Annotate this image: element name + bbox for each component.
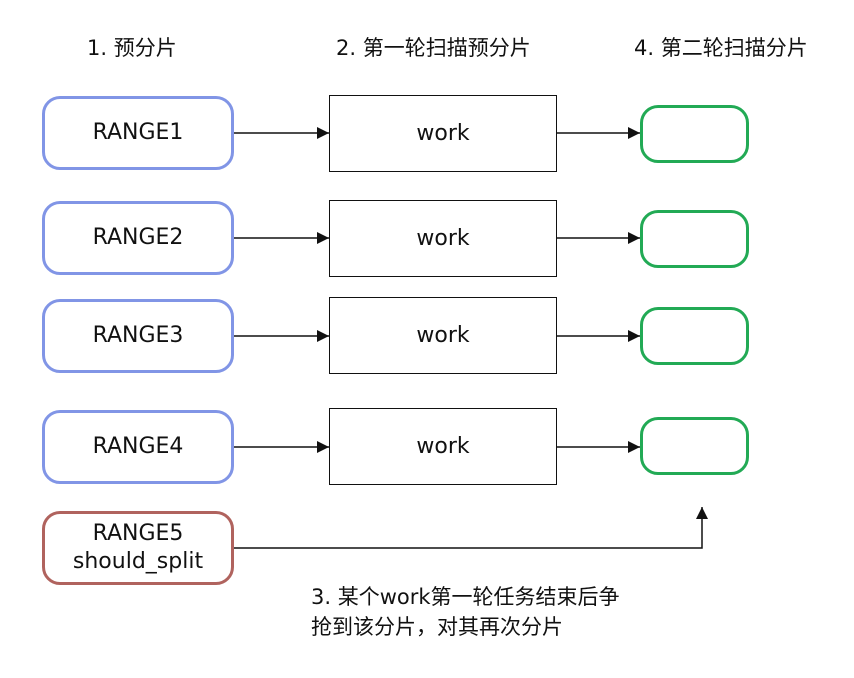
range-label: RANGE3	[92, 323, 184, 348]
range-label: RANGE2	[92, 225, 184, 250]
range5-label: RANGE5	[92, 521, 184, 546]
range-label: RANGE1	[92, 120, 184, 145]
range-node-3: RANGE3	[42, 299, 234, 373]
shard-node-4	[640, 417, 749, 475]
shard-node-1	[640, 105, 749, 163]
work-node-4: work	[329, 408, 557, 485]
header-first-scan: 2. 第一轮扫描预分片	[336, 36, 531, 60]
work-node-1: work	[329, 95, 557, 172]
work-node-3: work	[329, 297, 557, 374]
work-label: work	[416, 323, 470, 348]
shard-node-2	[640, 210, 749, 268]
range-node-4: RANGE4	[42, 410, 234, 484]
range-label: RANGE4	[92, 434, 184, 459]
range5-sublabel: should_split	[72, 549, 204, 574]
range-node-2: RANGE2	[42, 201, 234, 275]
work-label: work	[416, 434, 470, 459]
header-second-scan: 4. 第二轮扫描分片	[634, 36, 808, 60]
resplit-note: 3. 某个work第一轮任务结束后争 抢到该分片，对其再次分片	[311, 582, 620, 642]
work-label: work	[416, 121, 470, 146]
work-node-2: work	[329, 200, 557, 277]
range-node-1: RANGE1	[42, 96, 234, 170]
work-label: work	[416, 226, 470, 251]
range-node-5: RANGE5 should_split	[42, 511, 234, 585]
header-presplit: 1. 预分片	[87, 36, 177, 60]
shard-node-3	[640, 307, 749, 365]
note-line-1: 3. 某个work第一轮任务结束后争	[311, 585, 620, 609]
arrow-range5-resplit	[234, 507, 708, 549]
note-line-2: 抢到该分片，对其再次分片	[311, 615, 563, 639]
